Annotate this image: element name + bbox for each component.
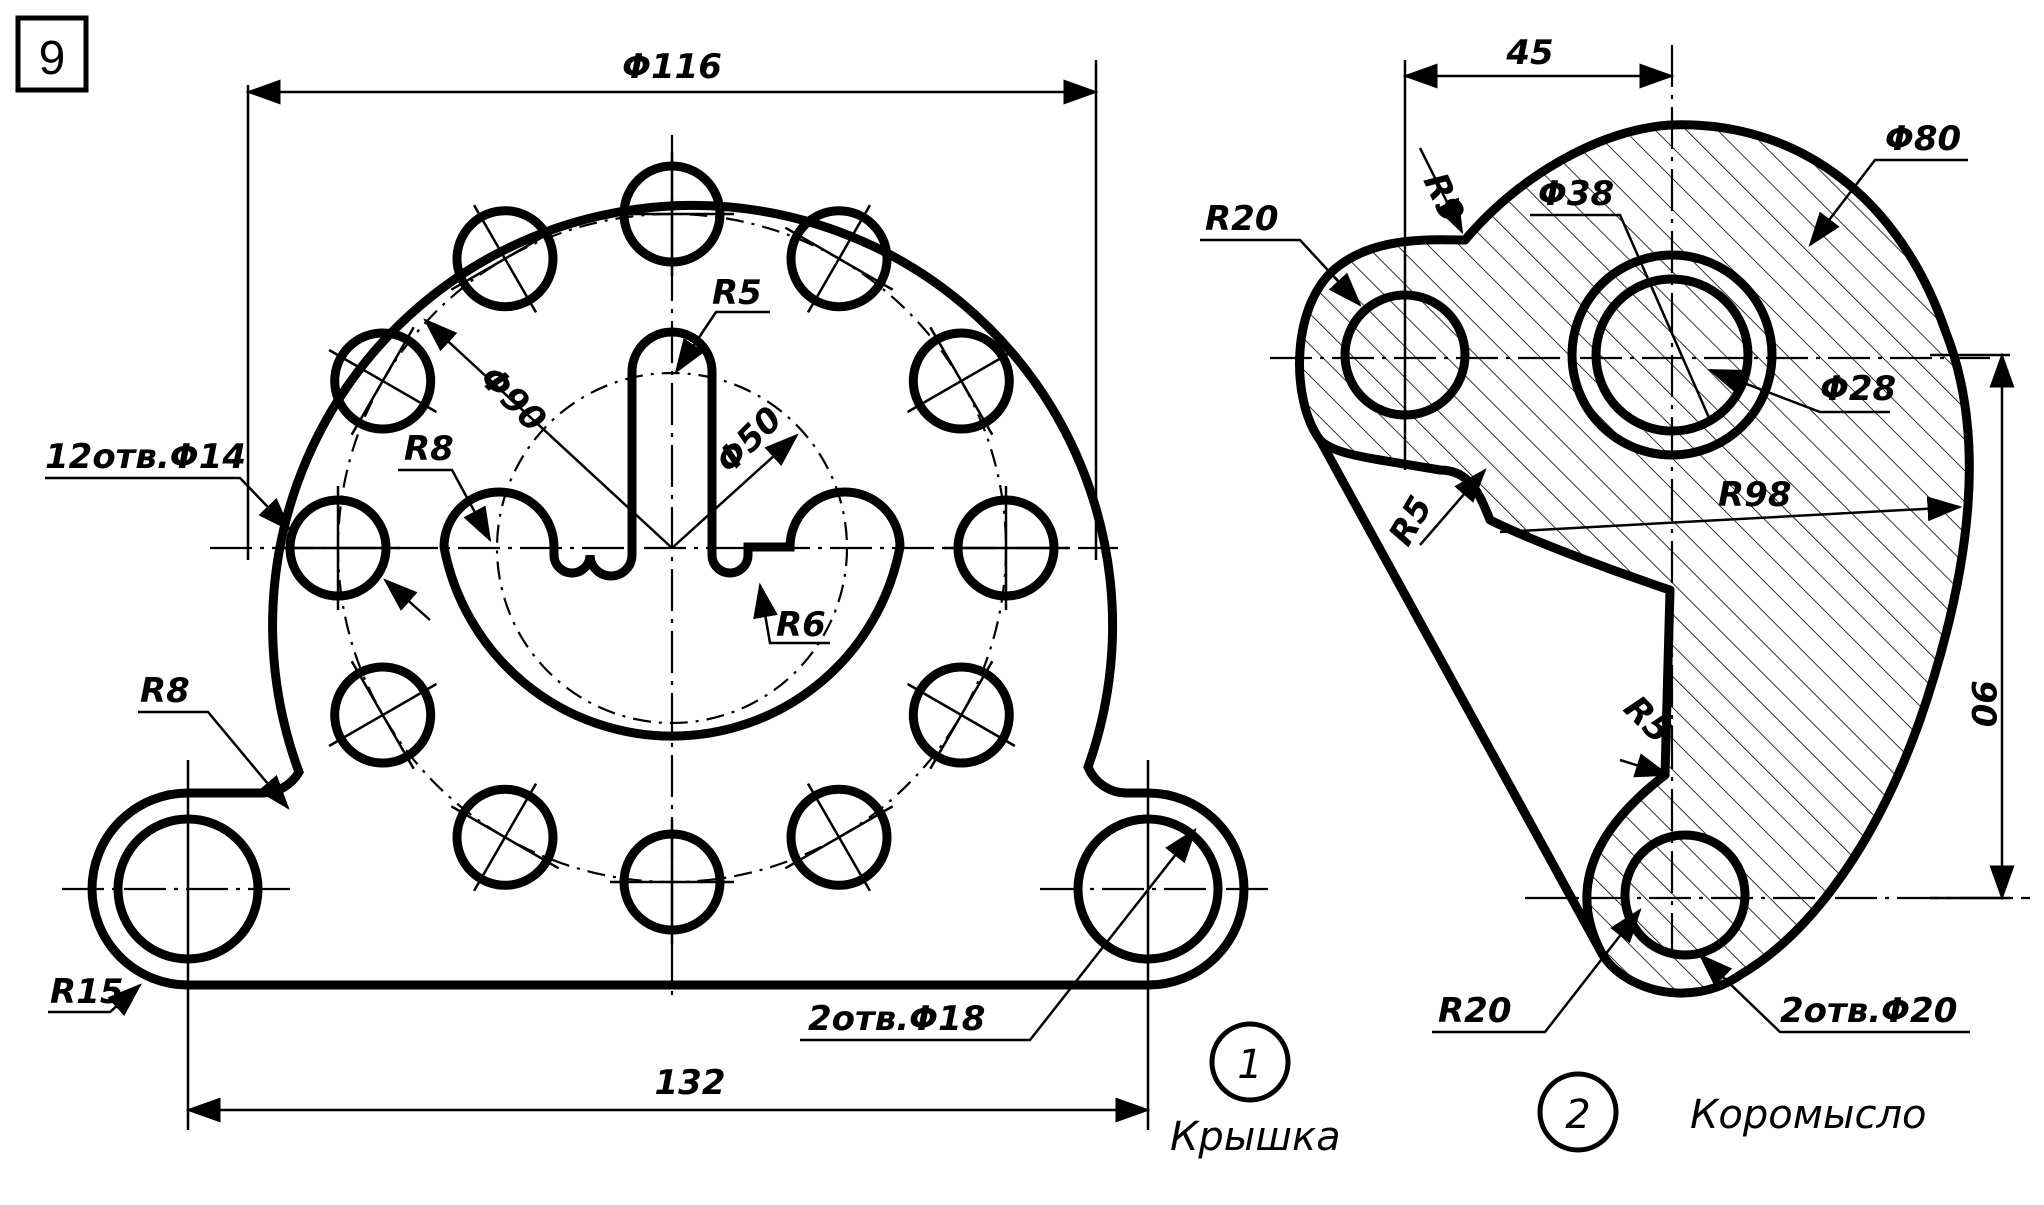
dim-slot-radius: R5: [712, 273, 762, 313]
part1-cover: Φ116 Φ90 Φ50 R5 R8 R6 R8 R15 12отв.Φ14 2…: [45, 47, 1341, 1160]
dim-d38: Φ38: [1538, 174, 1614, 214]
dim-holes2: 2отв.Φ18: [808, 999, 985, 1039]
rocker-flank: [1316, 437, 1604, 953]
dim-r98: R98: [1718, 475, 1792, 515]
dim-offset-45: 45: [1505, 33, 1553, 73]
dim-base-length: 132: [655, 1063, 726, 1103]
dim-fillet-r8-outer: R8: [140, 671, 190, 711]
inner-circle: [495, 371, 849, 725]
bolt-hole: [786, 206, 892, 312]
part1-name: Крышка: [1170, 1114, 1341, 1160]
bolt-hole-centerline: [784, 805, 894, 870]
part2-rocker: 45 R9 R20 Φ38 Φ80 Φ28 R5 R98 90 R5 R20: [1200, 33, 2030, 1153]
part1-index: 1: [1237, 1042, 1262, 1088]
part2-name: Коромысло: [1690, 1092, 1927, 1138]
bolt-hole: [908, 328, 1014, 434]
bolt-hole-centerline: [350, 660, 415, 770]
bolt-hole: [452, 784, 558, 890]
dim-r20-top: R20: [1205, 199, 1279, 239]
bolt-hole-centerline: [929, 660, 994, 770]
bolt-hole: [908, 662, 1014, 768]
bolt-hole-centerline: [784, 226, 894, 291]
central-cutout: [439, 327, 905, 741]
bolt-hole-centerline: [450, 805, 560, 870]
dim-fillet-r6: R6: [776, 605, 826, 645]
dim-lug-radius: R15: [50, 972, 124, 1012]
dim-d80: Φ80: [1885, 119, 1961, 159]
bolt-hole: [330, 662, 436, 768]
cover-outline: [87, 200, 1249, 990]
dim-holes2-d20: 2отв.Φ20: [1780, 991, 1957, 1031]
dim-inner-circle: Φ50: [708, 399, 790, 481]
rocker-hole-bottom: [1620, 830, 1750, 960]
dim-r20-bottom: R20: [1438, 991, 1512, 1031]
dim-r5-top: R5: [1381, 489, 1441, 552]
dim-h90: 90: [1963, 680, 2003, 727]
bolt-hole-centerline: [929, 326, 994, 436]
cover-12-holes: [276, 152, 1068, 944]
bolt-hole: [452, 206, 558, 312]
part2-index-circle: [1537, 1071, 1619, 1153]
dim-fillet-r8-inner: R8: [404, 429, 454, 469]
bolt-hole: [330, 328, 436, 434]
bolt-hole-centerline: [350, 326, 415, 436]
part1-index-circle: [1209, 1021, 1291, 1103]
dim-outer-diameter: Φ116: [622, 47, 722, 87]
bolt-hole-centerline: [450, 226, 560, 291]
dim-d28: Φ28: [1820, 369, 1896, 409]
sheet-number-box: 9: [15, 15, 89, 93]
bolt-hole: [786, 784, 892, 890]
part2-index: 2: [1565, 1092, 1590, 1138]
dim-holes12: 12отв.Φ14: [45, 437, 246, 477]
dim-r9: R9: [1415, 167, 1472, 229]
sheet-number: 9: [39, 32, 66, 85]
